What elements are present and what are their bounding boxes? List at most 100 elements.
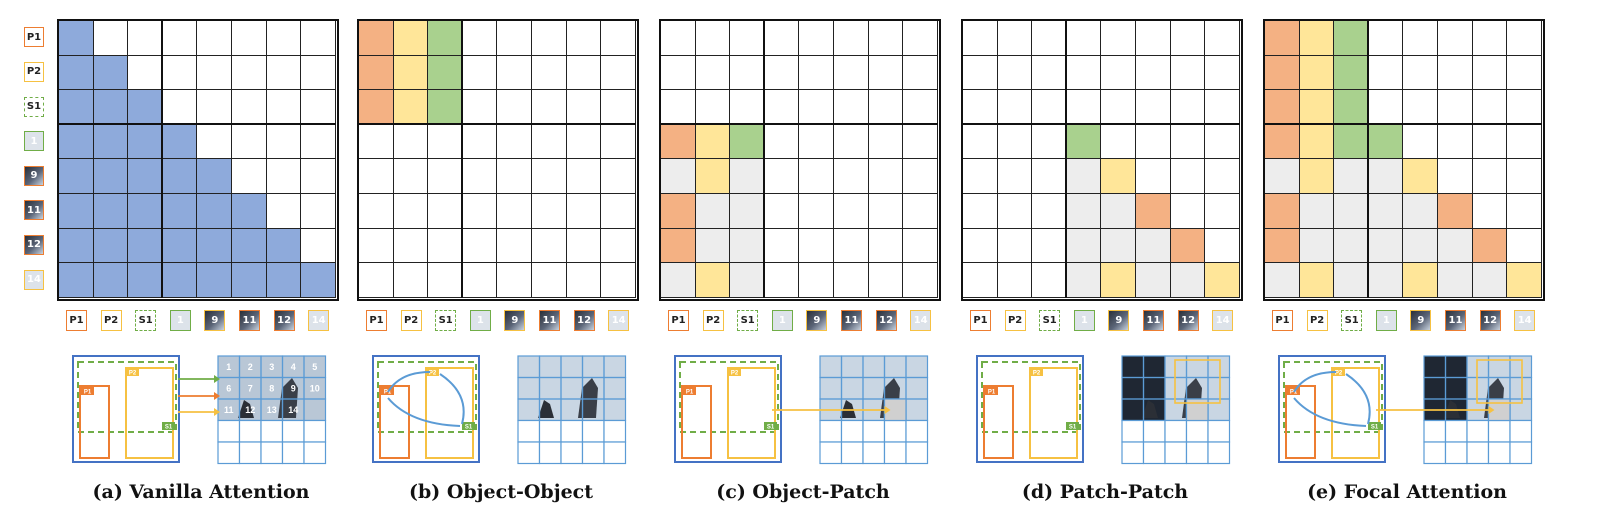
axis-token: 14 <box>910 310 932 331</box>
p2-box <box>125 367 174 459</box>
matrix-cell <box>1333 54 1369 91</box>
matrix-cell <box>1169 54 1206 91</box>
matrix-cell <box>392 193 429 229</box>
p1-tag <box>81 387 94 395</box>
attention-matrix <box>57 19 339 301</box>
axis-token: 9 <box>1410 310 1432 331</box>
matrix-cell <box>867 54 904 91</box>
patch-cell <box>560 419 584 443</box>
patch-cell <box>517 441 541 465</box>
axis-token: 9 <box>204 310 226 331</box>
matrix-cell <box>600 262 636 298</box>
matrix-cell <box>531 54 567 91</box>
matrix-cell <box>231 262 267 298</box>
patch-number: 3 <box>269 362 274 372</box>
patch-number: 6 <box>226 384 231 394</box>
patch-cell <box>281 419 305 443</box>
patch-cell <box>217 419 241 443</box>
matrix-cell <box>996 89 1033 125</box>
s1-tag <box>162 422 175 430</box>
matrix-cell <box>902 262 938 298</box>
patch-number: 14 <box>288 405 298 415</box>
patch-cell <box>840 441 864 465</box>
patch-cell <box>1142 441 1166 465</box>
patch-cell <box>1207 441 1231 465</box>
axis-token: P1 <box>1272 310 1293 331</box>
p1-box <box>379 385 410 459</box>
side-token: 12 <box>24 234 44 255</box>
axis-token: 9 <box>504 310 526 331</box>
matrix-cell <box>600 54 636 91</box>
axis-token: P2 <box>702 310 724 331</box>
p2-box <box>727 367 776 459</box>
p1-label: P1 <box>686 390 694 396</box>
matrix-cell <box>92 227 129 264</box>
matrix-cell <box>833 54 869 91</box>
patch-cell <box>538 419 562 443</box>
axis-token: 9 <box>1108 310 1130 331</box>
matrix-cell <box>231 123 267 160</box>
panel-caption: (c) Object-Patch <box>716 481 890 503</box>
matrix-cell <box>1402 123 1438 160</box>
matrix-cell <box>58 89 94 125</box>
p1-box <box>1285 385 1316 459</box>
matrix-cell <box>427 262 463 298</box>
matrix-cell <box>600 89 636 125</box>
axis-token: 14 <box>608 310 630 331</box>
matrix-cell <box>531 20 567 56</box>
axis-token: P2 <box>1004 310 1026 331</box>
arrow-object-patch-head <box>884 406 891 414</box>
matrix-cell <box>1204 158 1240 194</box>
patch-cell <box>840 419 864 443</box>
s1-tag <box>462 422 475 430</box>
p2-box <box>1331 367 1380 459</box>
arrow-object-patch-head <box>1488 406 1495 414</box>
patch-cell <box>905 419 929 443</box>
matrix-cell <box>1437 20 1473 56</box>
matrix-cell <box>1100 193 1136 229</box>
patch-cell <box>581 419 605 443</box>
s1-label: S1 <box>767 425 775 431</box>
patch-yellow-box <box>1476 359 1523 404</box>
patch-cell <box>1423 441 1447 465</box>
figure-1 <box>1444 400 1460 418</box>
patch-cell <box>1444 441 1468 465</box>
s1-label: S1 <box>1371 425 1379 431</box>
matrix-cell <box>1402 158 1438 194</box>
patch-cell <box>1423 419 1447 443</box>
axis-token: P1 <box>66 310 87 331</box>
arrow-p2-s1 <box>1345 373 1371 425</box>
axis-token: 11 <box>239 310 260 331</box>
patch-cell <box>1509 441 1533 465</box>
patch-number: 4 <box>291 362 296 372</box>
matrix-cell <box>1506 262 1542 298</box>
p2-label: P2 <box>1335 371 1343 377</box>
matrix-cell <box>565 262 602 298</box>
axis-token: 1 <box>1375 310 1397 331</box>
matrix-cell <box>1367 262 1404 298</box>
matrix-cell <box>763 158 800 194</box>
matrix-separator <box>962 122 1240 126</box>
matrix-separator <box>58 122 336 126</box>
figure-1 <box>538 400 554 418</box>
patch-number: 2 <box>248 362 253 372</box>
arrow-p2-s1 <box>439 373 465 425</box>
matrix-cell <box>902 227 938 264</box>
matrix-separator <box>1264 122 1542 126</box>
patch-cell <box>238 419 262 443</box>
side-token: P2 <box>24 61 44 82</box>
matrix-frame <box>57 19 339 301</box>
patch-cell <box>1207 419 1231 443</box>
patch-cell <box>862 441 886 465</box>
axis-token: 12 <box>273 310 295 331</box>
matrix-separator <box>762 20 766 298</box>
arrow-p1-p2 <box>1293 371 1337 393</box>
photo-area <box>218 356 326 421</box>
matrix-cell <box>694 158 731 194</box>
patch-cell <box>1185 419 1209 443</box>
matrix-cell <box>1506 193 1542 229</box>
patch-cell <box>303 419 327 443</box>
patch-cell <box>517 419 541 443</box>
